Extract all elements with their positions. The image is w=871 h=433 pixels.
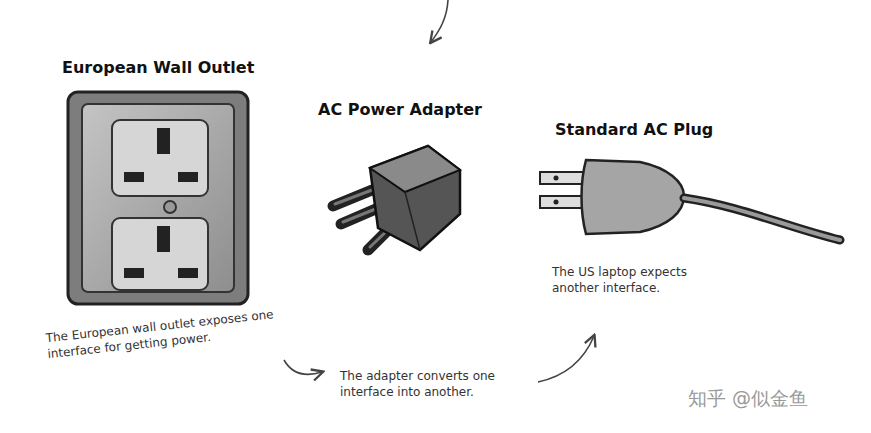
item-title: European Wall Outlet	[62, 58, 254, 78]
item-title: AC Power Adapter	[318, 100, 482, 120]
note-arrow	[538, 336, 594, 382]
note-text: The US laptop expects another interface.	[552, 264, 717, 296]
item-heading: European Wall Outlet	[62, 58, 254, 78]
note-text: The adapter converts one interface into …	[340, 368, 530, 400]
note-arrow	[284, 360, 322, 374]
pointer-arrow	[431, 0, 448, 42]
note-text: The European wall outlet exposes one int…	[45, 306, 279, 362]
plug-drawing	[540, 160, 840, 240]
watermark: 知乎 @似金鱼	[688, 386, 808, 410]
item-heading: Standard AC Plug	[555, 120, 713, 140]
adapter-drawing	[333, 146, 460, 250]
item-heading: AC Power Adapter	[318, 100, 482, 120]
outlet-drawing	[68, 92, 248, 304]
item-title: Standard AC Plug	[555, 120, 713, 140]
